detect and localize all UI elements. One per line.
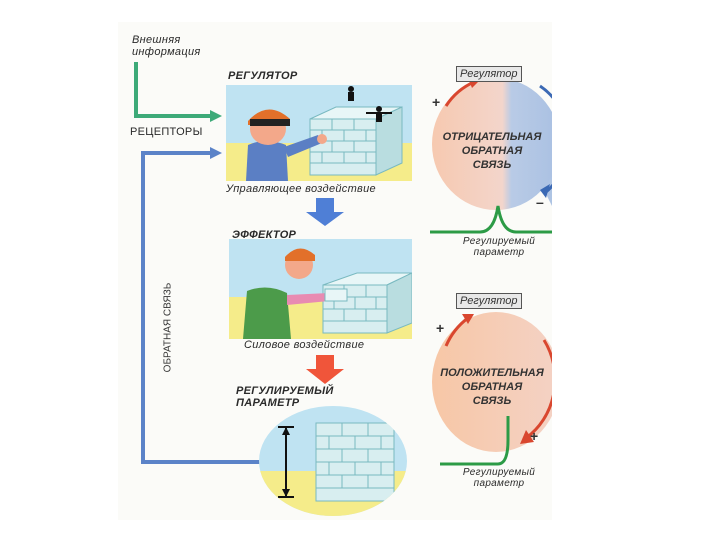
positive-cycle-text: ПОЛОЖИТЕЛЬНАЯ ОБРАТНАЯ СВЯЗЬ <box>432 366 552 408</box>
positive-regulator-tag: Регулятор <box>456 293 522 309</box>
negative-param-label: Регулируемый параметр <box>446 236 552 258</box>
effector-illustration <box>229 239 412 339</box>
negative-cycle-text: ОТРИЦАТЕЛЬНАЯ ОБРАТНАЯ СВЯЗЬ <box>432 130 552 172</box>
receptors-label: РЕЦЕПТОРЫ <box>130 126 203 138</box>
external-info-arrow <box>136 62 210 116</box>
control-action-label: Управляющее воздействие <box>226 183 376 195</box>
negative-regulator-tag: Регулятор <box>456 66 522 82</box>
feedback-label: ОБРАТНАЯ СВЯЗЬ <box>163 278 174 378</box>
regulator-to-effector-arrow <box>306 198 344 226</box>
feedback-arrowhead <box>210 147 222 159</box>
negative-minus-sign: – <box>536 194 544 210</box>
effector-brick-wall <box>323 273 412 333</box>
effector-to-param-arrow <box>306 355 344 384</box>
external-info-label: Внешняя информация <box>132 34 201 58</box>
negative-param-curve <box>430 206 552 232</box>
regulator-title: РЕГУЛЯТОР <box>228 70 297 82</box>
regulator-panel <box>226 85 412 181</box>
external-info-arrowhead <box>210 110 222 122</box>
param-brick-wall <box>316 423 394 501</box>
negative-plus-sign: + <box>432 94 440 110</box>
regulator-illustration <box>226 85 412 181</box>
regulated-param-panel <box>258 405 408 517</box>
positive-plus-bottom: + <box>530 428 538 444</box>
positive-param-label: Регулируемый параметр <box>446 467 552 489</box>
positive-plus-top: + <box>436 320 444 336</box>
effector-panel <box>229 239 412 339</box>
force-action-label: Силовое воздействие <box>244 339 364 351</box>
